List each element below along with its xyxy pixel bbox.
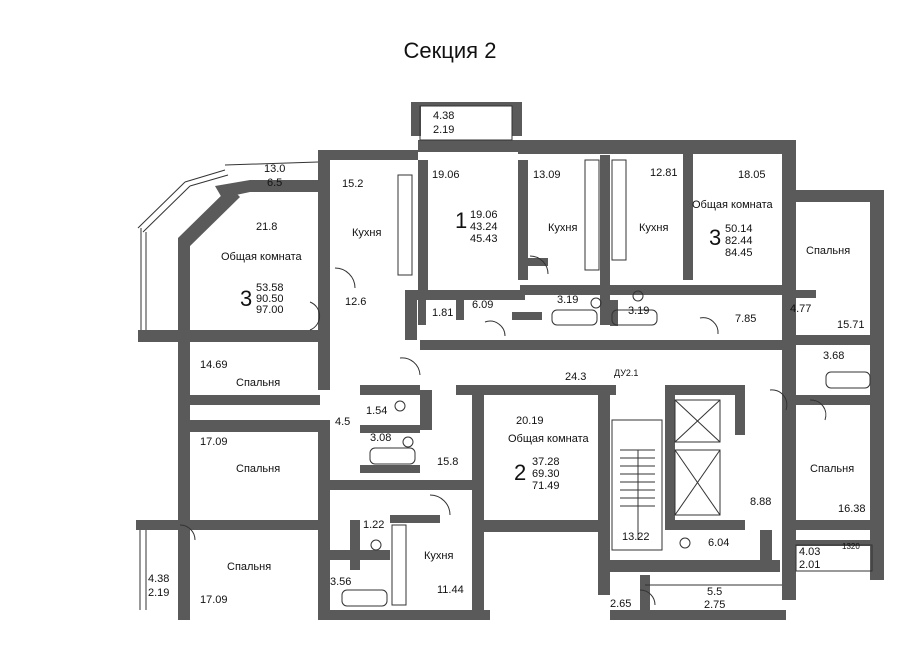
- room-label-kitchen: Кухня: [639, 222, 668, 234]
- area-label: 1320: [842, 542, 860, 551]
- room-label-bedroom: Спальня: [227, 561, 271, 573]
- apartment-badge: 1 19.06 43.24 45.43: [455, 208, 498, 245]
- area-label: 8.88: [750, 496, 771, 508]
- apartment-room-count: 1: [455, 208, 467, 233]
- area-label: 3.19: [628, 305, 649, 317]
- apartment-room-count: 2: [514, 460, 526, 485]
- apartment-area: 90.50: [256, 293, 284, 305]
- area-label: 6.04: [708, 537, 729, 549]
- area-label: 13.09: [533, 169, 561, 181]
- area-label: 21.8: [256, 221, 277, 233]
- room-label-living: Общая комната: [508, 433, 590, 445]
- area-label: 15.8: [437, 456, 458, 468]
- room-label-bedroom: Спальня: [810, 463, 854, 475]
- area-label: 17.09: [200, 594, 228, 606]
- area-label: 11.44: [437, 584, 464, 596]
- apartment-area: 53.58: [256, 282, 284, 294]
- room-label-living: Общая комната: [692, 199, 774, 211]
- area-label: 4.03: [799, 546, 820, 558]
- area-label: 4.77: [790, 303, 811, 315]
- area-label: 13.22: [622, 531, 650, 543]
- area-labels: 4.38 2.19 13.0 6.5 15.2 19.06 13.09 12.8…: [148, 110, 866, 611]
- area-label: 2.75: [704, 599, 725, 611]
- room-label-kitchen: Кухня: [352, 227, 381, 239]
- area-label: 2.19: [433, 124, 454, 136]
- area-label: 13.0: [264, 163, 285, 175]
- area-label: 1.81: [432, 307, 453, 319]
- apartment-area: 43.24: [470, 221, 498, 233]
- area-label: 7.85: [735, 313, 756, 325]
- area-label: 2.65: [610, 598, 631, 610]
- area-label: 1.22: [363, 519, 384, 531]
- apartment-area: 69.30: [532, 468, 560, 480]
- area-label: 19.06: [432, 169, 460, 181]
- room-label-bedroom: Спальня: [236, 377, 280, 389]
- area-label: 15.71: [837, 319, 865, 331]
- area-label: 4.38: [148, 573, 169, 585]
- walls: [136, 102, 884, 620]
- room-label-living: Общая комната: [221, 251, 303, 263]
- room-labels: Общая комната Кухня Кухня Кухня Общая ко…: [221, 199, 854, 573]
- room-label-bedroom: Спальня: [236, 463, 280, 475]
- apartment-badge: 3 50.14 82.44 84.45: [709, 223, 753, 259]
- area-label: 2.01: [799, 559, 820, 571]
- room-label-bedroom: Спальня: [806, 245, 850, 257]
- area-label: 6.09: [472, 299, 493, 311]
- area-label: 14.69: [200, 359, 228, 371]
- plan-title: Секция 2: [403, 38, 497, 63]
- area-label: 18.05: [738, 169, 766, 181]
- room-label-kitchen: Кухня: [548, 222, 577, 234]
- area-label: 5.5: [707, 586, 722, 598]
- room-label-kitchen: Кухня: [424, 550, 453, 562]
- area-label: ДУ2.1: [614, 368, 638, 378]
- bathtubs: [341, 159, 871, 607]
- apartment-area: 82.44: [725, 235, 753, 247]
- apartment-area: 50.14: [725, 223, 753, 235]
- area-label: 4.5: [335, 416, 350, 428]
- area-label: 4.38: [433, 110, 454, 122]
- area-label: 12.81: [650, 167, 678, 179]
- apartment-area: 84.45: [725, 247, 753, 259]
- doors: [179, 255, 827, 606]
- stairs: [620, 449, 655, 540]
- apartment-badge: 3 53.58 90.50 97.00: [240, 282, 284, 316]
- area-label: 3.56: [330, 576, 351, 588]
- apartment-area: 37.28: [532, 456, 560, 468]
- area-label: 3.68: [823, 350, 844, 362]
- apartment-area: 71.49: [532, 480, 560, 492]
- apartment-badge: 2 37.28 69.30 71.49: [514, 456, 560, 492]
- area-label: 3.08: [370, 432, 391, 444]
- area-label: 24.3: [565, 371, 586, 383]
- apartment-room-count: 3: [240, 286, 252, 311]
- apartment-room-count: 3: [709, 225, 721, 250]
- area-label: 16.38: [838, 503, 866, 515]
- area-label: 20.19: [516, 415, 544, 427]
- area-label: 2.19: [148, 587, 169, 599]
- apartment-area: 45.43: [470, 233, 498, 245]
- apartment-area: 97.00: [256, 304, 284, 316]
- apartment-area: 19.06: [470, 209, 498, 221]
- area-label: 3.19: [557, 294, 578, 306]
- area-label: 17.09: [200, 436, 228, 448]
- area-label: 1.54: [366, 405, 387, 417]
- area-label: 15.2: [342, 178, 363, 190]
- area-label: 12.6: [345, 296, 366, 308]
- area-label: 6.5: [267, 177, 282, 189]
- thin-outlines: [137, 105, 873, 610]
